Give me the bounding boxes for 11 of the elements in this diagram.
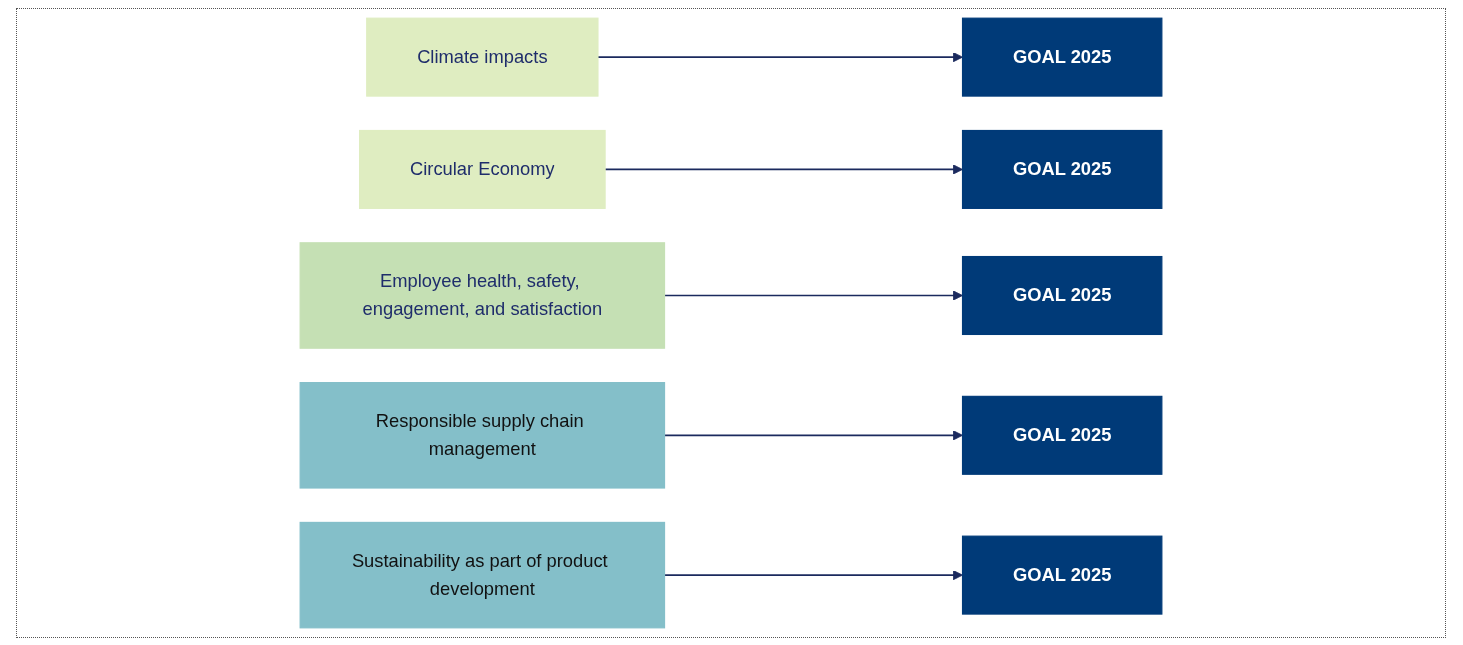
node-box: Responsible supply chain management bbox=[299, 382, 666, 489]
node-box: Climate impacts bbox=[366, 17, 599, 97]
node-box: Circular Economy bbox=[359, 129, 606, 209]
node-box: Employee health, safety, engagement, and satisfaction bbox=[299, 242, 666, 349]
node-box: GOAL 2025 bbox=[961, 395, 1163, 475]
arrow bbox=[597, 52, 963, 63]
node-box: GOAL 2025 bbox=[961, 255, 1163, 336]
node-box: GOAL 2025 bbox=[961, 535, 1163, 615]
node-box: GOAL 2025 bbox=[961, 17, 1163, 97]
node-box: GOAL 2025 bbox=[961, 129, 1163, 209]
node-box: Sustainability as part of product development bbox=[299, 521, 666, 629]
